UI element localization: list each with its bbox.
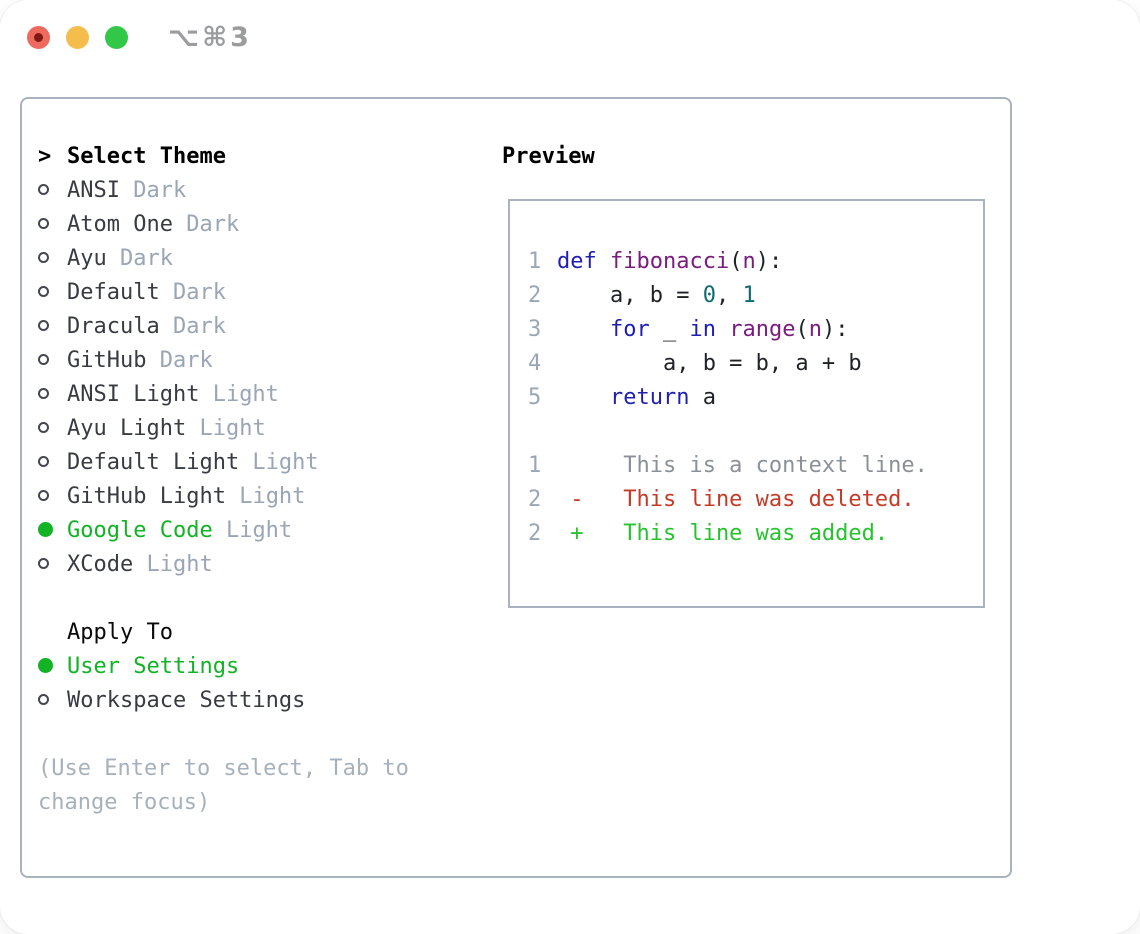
option-tag: Light <box>212 518 293 543</box>
theme-item-github[interactable]: GitHub Dark <box>38 344 409 378</box>
option-tag: Light <box>239 450 319 475</box>
option-label: Google Code <box>67 518 213 543</box>
section-gap <box>38 582 409 616</box>
apply-option-workspace-settings[interactable]: Workspace Settings <box>38 684 409 718</box>
line-number: 1 <box>528 249 542 274</box>
option-label: Default <box>67 280 160 305</box>
radio-unselected-icon <box>38 344 67 378</box>
option-tag: Dark <box>159 280 226 305</box>
radio-unselected-icon <box>38 174 67 208</box>
option-tag: Dark <box>172 212 240 237</box>
radio-unselected-icon <box>38 412 67 446</box>
preview-line <box>528 415 983 449</box>
select-theme-header: > Select Theme <box>38 140 409 174</box>
window-controls <box>27 26 128 49</box>
preview-line: 4 a, b = b, a + b <box>528 347 983 381</box>
section-gap <box>38 718 409 752</box>
option-tag: Light <box>225 484 306 509</box>
preview-line: 5 return a <box>528 381 983 415</box>
option-label: Workspace Settings <box>67 688 306 713</box>
option-label: Ayu <box>67 246 107 271</box>
line-number: 4 <box>528 351 542 376</box>
preview-title: Preview <box>502 144 595 169</box>
hint-text: (Use Enter to select, Tab to change focu… <box>38 756 409 815</box>
radio-unselected-icon <box>38 446 67 480</box>
preview-line: 1 This is a context line. <box>528 449 983 483</box>
line-number: 2 <box>528 283 542 308</box>
window-title: ⌥⌘3 <box>168 22 252 53</box>
radio-unselected-icon <box>38 378 67 412</box>
line-number: 2 <box>528 521 542 546</box>
line-number: 2 <box>528 487 542 512</box>
option-label: Dracula <box>67 314 160 339</box>
apply-option-user-settings[interactable]: User Settings <box>38 650 409 684</box>
radio-unselected-icon <box>38 310 67 344</box>
preview-line: 2 a, b = 0, 1 <box>528 279 983 313</box>
option-tag: Dark <box>106 246 173 271</box>
option-tag: Dark <box>159 314 226 339</box>
titlebar: ⌥⌘3 <box>0 0 1140 97</box>
radio-unselected-icon <box>38 242 67 276</box>
prompt-caret-icon: > <box>38 144 52 169</box>
preview-line: 3 for _ in range(n): <box>528 313 983 347</box>
line-number: 3 <box>528 317 542 342</box>
option-label: Atom One <box>67 212 173 237</box>
radio-selected-icon <box>38 514 67 548</box>
option-tag: Light <box>186 416 266 441</box>
preview-line: 2 + This line was added. <box>528 517 983 551</box>
option-tag: Light <box>133 552 213 577</box>
option-label: XCode <box>67 552 134 577</box>
theme-item-xcode[interactable]: XCode Light <box>38 548 409 582</box>
theme-item-default[interactable]: Default Dark <box>38 276 409 310</box>
theme-item-ayu[interactable]: Ayu Dark <box>38 242 409 276</box>
option-tag: Dark <box>119 178 187 203</box>
radio-unselected-icon <box>38 684 67 718</box>
radio-unselected-icon <box>38 208 67 242</box>
option-label: GitHub Light <box>67 484 226 509</box>
minimize-button[interactable] <box>66 26 89 49</box>
radio-selected-icon <box>38 650 67 684</box>
option-label: GitHub <box>67 348 147 373</box>
zoom-button[interactable] <box>105 26 128 49</box>
option-label: Default Light <box>67 450 240 475</box>
option-label: Ayu Light <box>67 416 187 441</box>
preview-line: 2 - This line was deleted. <box>528 483 983 517</box>
radio-unselected-icon <box>38 480 67 514</box>
theme-item-ansi-light[interactable]: ANSI Light Light <box>38 378 409 412</box>
line-number: 5 <box>528 385 542 410</box>
option-label: ANSI Light <box>67 382 200 407</box>
apply-to-header: Apply To <box>38 616 409 650</box>
theme-item-github-light[interactable]: GitHub Light Light <box>38 480 409 514</box>
theme-item-ansi[interactable]: ANSI Dark <box>38 174 409 208</box>
theme-item-atom-one[interactable]: Atom One Dark <box>38 208 409 242</box>
line-number: 1 <box>528 453 542 478</box>
select-theme-label: Select Theme <box>67 144 226 169</box>
option-label: ANSI <box>67 178 120 203</box>
theme-item-default-light[interactable]: Default Light Light <box>38 446 409 480</box>
theme-item-dracula[interactable]: Dracula Dark <box>38 310 409 344</box>
option-tag: Light <box>199 382 279 407</box>
theme-item-ayu-light[interactable]: Ayu Light Light <box>38 412 409 446</box>
close-button[interactable] <box>27 26 50 49</box>
option-label: User Settings <box>67 654 240 679</box>
apply-to-label: Apply To <box>67 620 173 645</box>
radio-unselected-icon <box>38 276 67 310</box>
radio-unselected-icon <box>38 548 67 582</box>
unsaved-dot-icon <box>34 33 43 42</box>
option-tag: Dark <box>146 348 213 373</box>
theme-item-google-code[interactable]: Google Code Light <box>38 514 409 548</box>
